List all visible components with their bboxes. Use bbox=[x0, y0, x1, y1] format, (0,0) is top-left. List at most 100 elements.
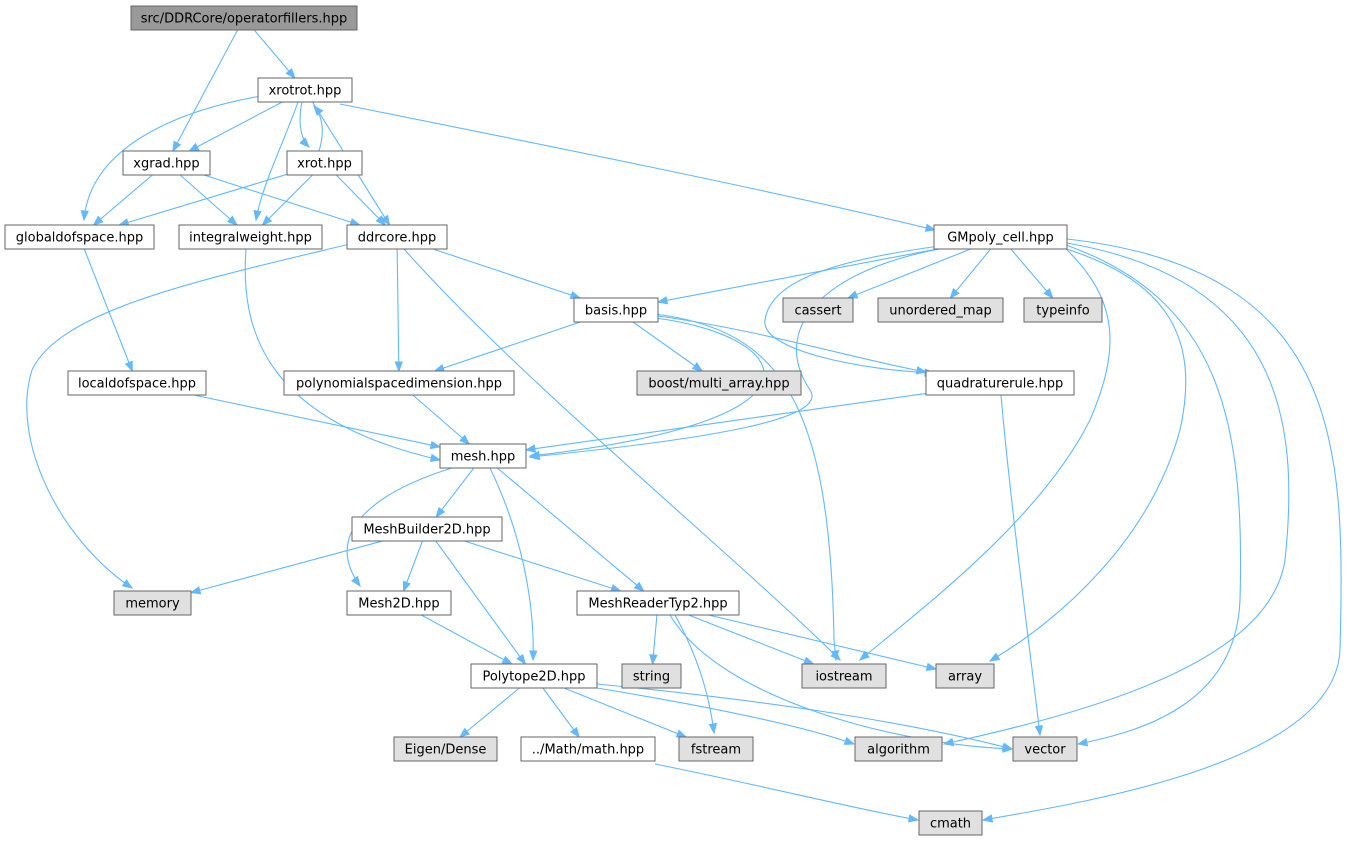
node-label: string bbox=[633, 670, 670, 685]
node-box bbox=[782, 297, 854, 323]
edge-xrotrot-to-integralweight bbox=[253, 101, 299, 222]
node-integralweight[interactable]: integralweight.hpp bbox=[178, 224, 323, 250]
node-box[interactable] bbox=[257, 77, 353, 103]
dependency-edges bbox=[26, 29, 1342, 823]
node-mesh[interactable]: mesh.hpp bbox=[439, 443, 527, 469]
edge-mesh-to-meshbuilder bbox=[435, 467, 475, 519]
node-array: array bbox=[935, 663, 995, 689]
node-box[interactable] bbox=[439, 443, 527, 469]
edge-xgrad-to-globaldofspace bbox=[92, 174, 153, 226]
edge-polytope-to-math bbox=[542, 687, 580, 739]
edge-math-to-cmath bbox=[654, 763, 920, 823]
node-quadrature[interactable]: quadraturerule.hpp bbox=[925, 370, 1075, 396]
node-box[interactable] bbox=[283, 370, 515, 396]
node-label: iostream bbox=[815, 670, 872, 685]
edge-xrotrot-to-globaldofspace bbox=[80, 95, 262, 222]
node-box[interactable] bbox=[573, 297, 659, 323]
edge-quadrature-to-vector bbox=[1000, 394, 1044, 737]
node-xgrad[interactable]: xgrad.hpp bbox=[122, 150, 211, 176]
node-xrot[interactable]: xrot.hpp bbox=[286, 150, 363, 176]
edge-gmpoly-to-typeinfo bbox=[1010, 248, 1054, 300]
edge-meshbuilder-to-memory bbox=[189, 540, 383, 595]
node-label: GMpoly_cell.hpp bbox=[947, 231, 1054, 246]
edge-gmpoly-to-cmath bbox=[981, 238, 1342, 823]
node-box bbox=[393, 736, 498, 762]
edge-root-to-xgrad bbox=[172, 29, 239, 153]
node-eigen-dense: Eigen/Dense bbox=[393, 736, 498, 762]
edge-root-to-xrotrot bbox=[253, 29, 296, 80]
node-label: vector bbox=[1024, 743, 1066, 758]
node-box[interactable] bbox=[286, 150, 363, 176]
node-iostream: iostream bbox=[801, 663, 887, 689]
node-cassert: cassert bbox=[782, 297, 854, 323]
edge-ddrcore-to-memory bbox=[26, 243, 351, 589]
edge-xrotrot-to-gmpoly bbox=[339, 103, 937, 232]
node-meshbuilder[interactable]: MeshBuilder2D.hpp bbox=[351, 516, 503, 542]
edge-basis-to-polyspacedim bbox=[433, 321, 581, 372]
node-xrotrot[interactable]: xrotrot.hpp bbox=[257, 77, 353, 103]
node-box[interactable] bbox=[346, 590, 452, 616]
edge-mesh-to-polytope bbox=[489, 467, 538, 662]
node-label: xrot.hpp bbox=[297, 157, 352, 172]
node-box[interactable] bbox=[351, 516, 503, 542]
edge-mesh2d-to-polytope bbox=[420, 614, 514, 665]
node-label: Mesh2D.hpp bbox=[358, 597, 439, 612]
node-basis[interactable]: basis.hpp bbox=[573, 297, 659, 323]
node-typeinfo: typeinfo bbox=[1023, 297, 1103, 323]
node-meshreader[interactable]: MeshReaderTyp2.hpp bbox=[576, 590, 740, 616]
node-label: basis.hpp bbox=[585, 304, 647, 319]
node-box bbox=[918, 810, 983, 836]
edge-xgrad-to-ddrcore bbox=[203, 174, 361, 227]
node-math[interactable]: ../Math/math.hpp bbox=[520, 736, 656, 762]
edge-xrot-to-ddrcore bbox=[335, 174, 387, 226]
node-memory: memory bbox=[113, 590, 192, 616]
node-unordered-map: unordered_map bbox=[877, 297, 1004, 323]
edge-polytope-to-fstream bbox=[563, 687, 688, 738]
edge-meshreader-to-array bbox=[708, 614, 938, 672]
node-box[interactable] bbox=[933, 224, 1068, 250]
node-gmpoly[interactable]: GMpoly_cell.hpp bbox=[933, 224, 1068, 250]
edge-gmpoly-to-iostream bbox=[858, 246, 1111, 661]
node-box[interactable] bbox=[470, 663, 598, 689]
node-box[interactable] bbox=[576, 590, 740, 616]
node-polyspacedim[interactable]: polynomialspacedimension.hpp bbox=[283, 370, 515, 396]
node-box[interactable] bbox=[67, 370, 207, 396]
node-label: typeinfo bbox=[1036, 304, 1089, 319]
node-box[interactable] bbox=[346, 224, 448, 250]
node-fstream: fstream bbox=[678, 736, 754, 762]
node-label: cassert bbox=[794, 304, 841, 319]
node-label: xgrad.hpp bbox=[133, 157, 199, 172]
node-polytope[interactable]: Polytope2D.hpp bbox=[470, 663, 598, 689]
node-box bbox=[1012, 736, 1078, 762]
node-label: algorithm bbox=[867, 743, 930, 758]
node-box[interactable] bbox=[4, 224, 155, 250]
node-label: globaldofspace.hpp bbox=[16, 231, 143, 246]
node-globaldofspace[interactable]: globaldofspace.hpp bbox=[4, 224, 155, 250]
node-label: unordered_map bbox=[889, 304, 992, 319]
edge-basis-to-iostream bbox=[654, 313, 840, 662]
edge-meshreader-to-fstream bbox=[674, 614, 718, 735]
node-localdofspace[interactable]: localdofspace.hpp bbox=[67, 370, 207, 396]
node-string: string bbox=[621, 663, 682, 689]
node-box[interactable] bbox=[122, 150, 211, 176]
node-mesh2d[interactable]: Mesh2D.hpp bbox=[346, 590, 452, 616]
edge-quadrature-to-mesh bbox=[524, 392, 927, 453]
node-label: quadraturerule.hpp bbox=[937, 377, 1063, 392]
edge-localdofspace-to-mesh bbox=[193, 394, 442, 450]
file-nodes: src/DDRCore/operatorfillers.hppxrotrot.h… bbox=[4, 5, 1103, 836]
node-box[interactable] bbox=[520, 736, 656, 762]
node-label: MeshReaderTyp2.hpp bbox=[588, 597, 727, 612]
node-box bbox=[854, 736, 943, 762]
edge-meshbuilder-to-polytope bbox=[435, 540, 527, 666]
edge-polytope-to-algorithm bbox=[596, 687, 856, 745]
node-label: mesh.hpp bbox=[451, 450, 516, 465]
edge-xrotrot-to-xgrad bbox=[188, 101, 283, 152]
node-box bbox=[935, 663, 995, 689]
node-ddrcore[interactable]: ddrcore.hpp bbox=[346, 224, 448, 250]
node-box bbox=[113, 590, 192, 616]
node-label: integralweight.hpp bbox=[189, 231, 312, 246]
node-box bbox=[636, 370, 802, 396]
node-box[interactable] bbox=[925, 370, 1075, 396]
node-box bbox=[1023, 297, 1103, 323]
node-box[interactable] bbox=[178, 224, 323, 250]
